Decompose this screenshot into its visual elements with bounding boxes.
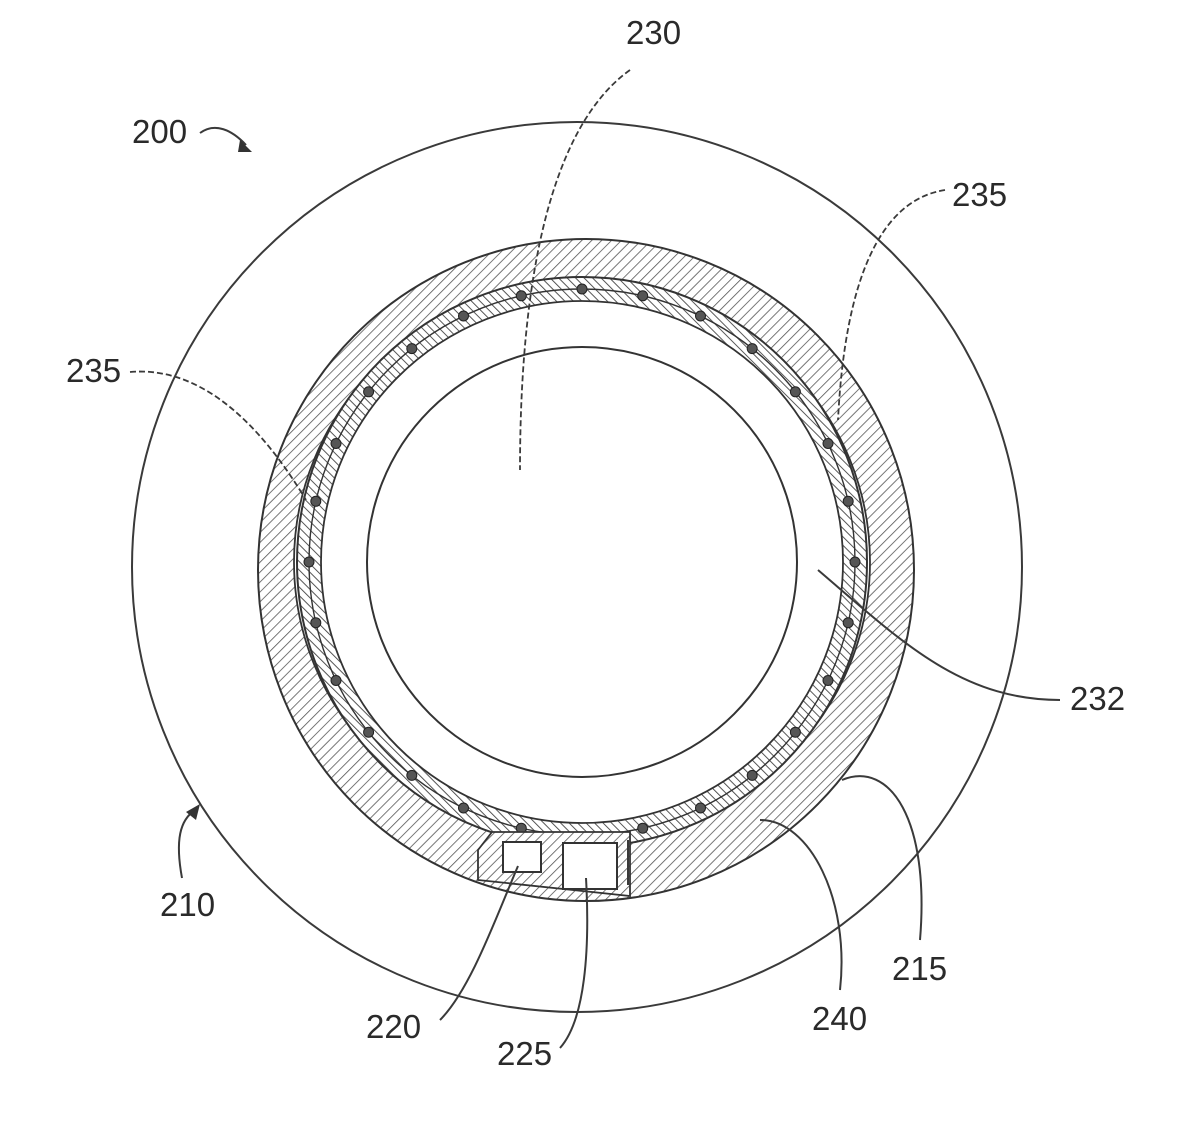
leader-200 [199, 127, 247, 146]
label-240: 240 [812, 1000, 867, 1037]
conductor-dot [842, 495, 854, 507]
leader-240 [759, 819, 843, 991]
conductor-dot [406, 769, 418, 781]
conductor-dot [746, 769, 758, 781]
conductor-dot [458, 310, 469, 322]
conductor-dot [637, 822, 649, 834]
conductor-dot [310, 617, 322, 629]
label-232: 232 [1070, 680, 1125, 717]
conductor-dot [515, 290, 527, 302]
conductor-dot [822, 675, 834, 686]
conductor-dot [849, 556, 861, 568]
conductor-dot [789, 726, 801, 738]
label-215: 215 [892, 950, 947, 987]
conductor-dot [637, 290, 649, 302]
chip-225 [562, 842, 618, 890]
conductor-dot [406, 343, 418, 355]
chip-220 [502, 841, 542, 873]
label-200: 200 [132, 113, 187, 150]
leader-215 [841, 775, 923, 941]
label-220: 220 [366, 1008, 421, 1045]
leader-230 [519, 69, 631, 471]
leader-235-right [837, 189, 946, 421]
label-230: 230 [626, 14, 681, 51]
conductor-dot [746, 343, 758, 355]
conductor-dot [695, 802, 706, 814]
conductor-dot [303, 556, 315, 568]
label-235-left: 235 [66, 352, 121, 389]
arrowhead-200 [238, 140, 252, 152]
leader-235-left [129, 370, 307, 501]
arrowhead-210 [186, 804, 200, 820]
conductor-dot [310, 495, 322, 507]
leader-225 [559, 877, 589, 1049]
label-225: 225 [497, 1035, 552, 1072]
conductor-dots [303, 283, 861, 834]
label-210: 210 [160, 886, 215, 923]
label-235-right: 235 [952, 176, 1007, 213]
leader-220 [439, 865, 519, 1021]
conductor-dot [363, 726, 375, 738]
conductor-dot [330, 438, 342, 449]
optical-zone [366, 346, 798, 778]
conductor-dot [330, 675, 342, 686]
conductor-dot [789, 386, 801, 398]
conductor-dot [363, 386, 375, 398]
conductor-dot [822, 438, 834, 449]
leader-232 [817, 569, 1061, 701]
leader-210 [177, 809, 196, 879]
conductor-dot [842, 617, 854, 629]
conductor-dot [458, 802, 469, 814]
conductor-dot [576, 283, 588, 295]
conductor-dot [695, 310, 706, 322]
